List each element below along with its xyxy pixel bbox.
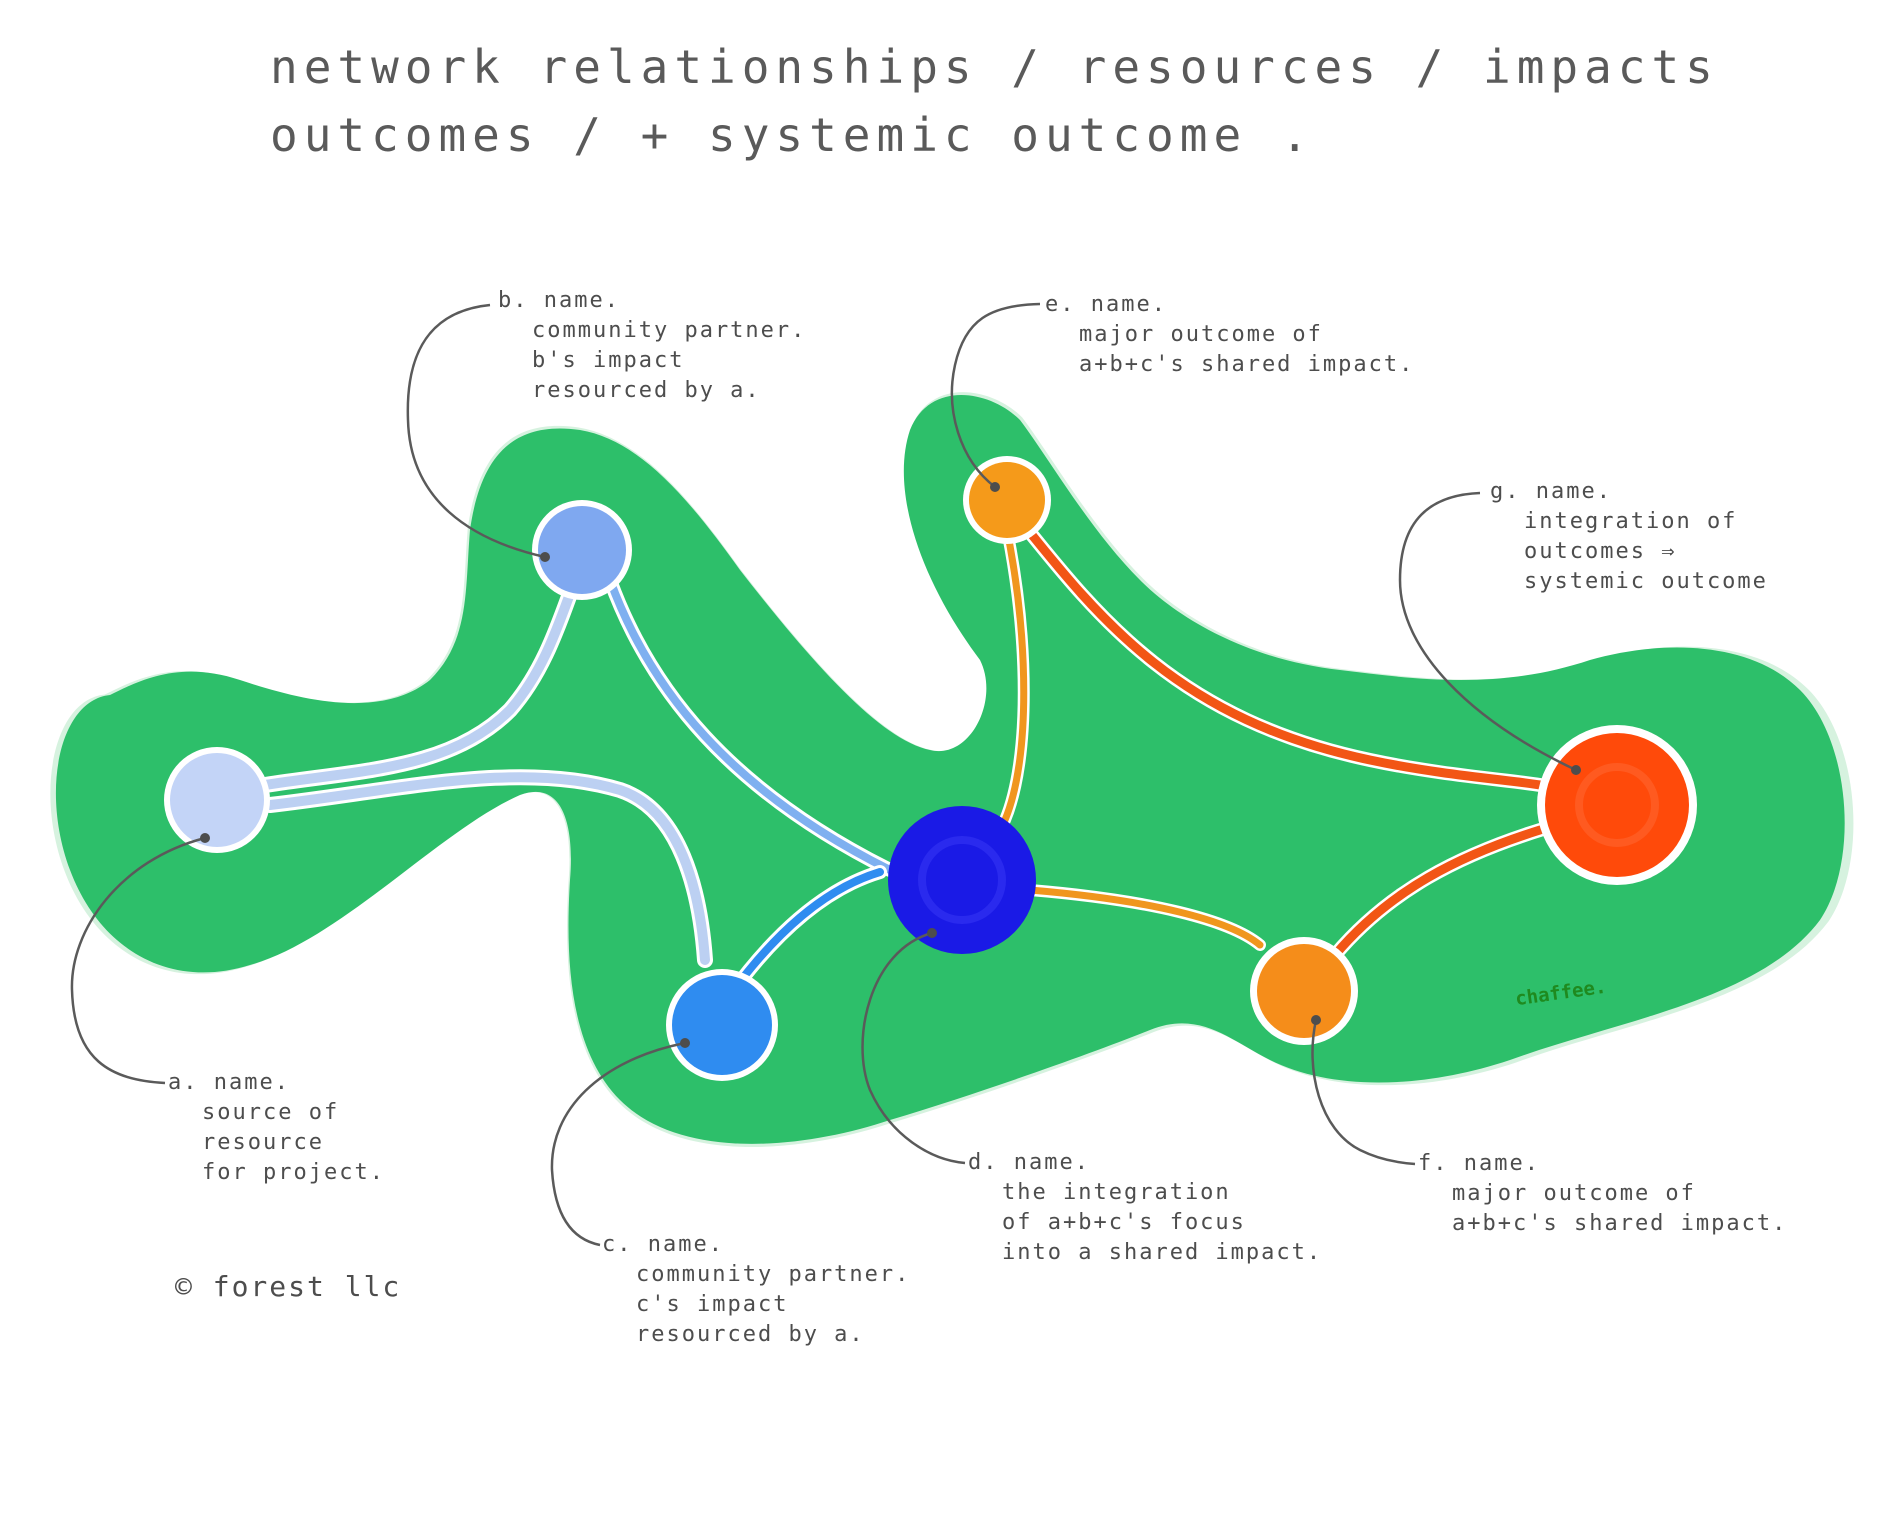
leader-f	[1311, 1019, 1416, 1166]
label-f-name: f. name.	[1418, 1151, 1540, 1176]
leader-dots	[200, 482, 1581, 1048]
label-g-line-3: systemic outcome	[1524, 569, 1768, 594]
copyright-text: © forest llc	[175, 1270, 402, 1303]
label-b: b. name. community partner. b's impact r…	[498, 286, 806, 406]
links	[257, 513, 1547, 1002]
label-d: d. name. the integration of a+b+c's focu…	[968, 1148, 1322, 1268]
title-line-2: outcomes / + systemic outcome .	[270, 108, 1315, 162]
label-c-line-1: community partner.	[636, 1262, 911, 1287]
link-d-e	[1001, 516, 1028, 824]
leader-dot-e	[990, 482, 1000, 492]
label-a-line-2: resource	[202, 1130, 324, 1155]
link-d-f	[1026, 886, 1264, 949]
label-d-name: d. name.	[968, 1150, 1090, 1175]
label-d-line-3: into a shared impact.	[1002, 1240, 1323, 1265]
node-f	[1257, 944, 1351, 1038]
label-g: g. name. integration of outcomes ⇒ syste…	[1490, 477, 1768, 597]
leader-a	[70, 836, 206, 1085]
leader-dot-d	[927, 928, 937, 938]
label-d-line-1: the integration	[1002, 1180, 1231, 1205]
label-g-name: g. name.	[1490, 479, 1612, 504]
node-g	[1545, 733, 1689, 877]
label-c-name: c. name.	[602, 1232, 724, 1257]
link-a-c	[265, 772, 710, 965]
label-a-line-1: source of	[202, 1100, 340, 1125]
green-region	[55, 395, 1845, 1144]
leader-e	[950, 302, 1041, 488]
leader-b	[406, 303, 546, 559]
label-b-line-2: b's impact	[532, 348, 685, 373]
label-b-name: b. name.	[498, 288, 620, 313]
leader-c	[550, 1041, 686, 1247]
node-d	[888, 806, 1036, 954]
label-f-line-2: a+b+c's shared impact.	[1452, 1211, 1788, 1236]
node-c	[672, 975, 772, 1075]
label-e: e. name. major outcome of a+b+c's shared…	[1045, 290, 1414, 380]
leader-dot-g	[1571, 765, 1581, 775]
leader-g	[1398, 491, 1577, 772]
node-g-shade	[1575, 763, 1659, 847]
label-f-line-1: major outcome of	[1452, 1181, 1696, 1206]
leader-dot-b	[540, 552, 550, 562]
label-g-line-1: integration of	[1524, 509, 1738, 534]
node-b	[538, 506, 626, 594]
label-c-line-2: c's impact	[636, 1292, 789, 1317]
label-d-line-2: of a+b+c's focus	[1002, 1210, 1246, 1235]
link-b-d	[606, 576, 894, 874]
leader-dot-f	[1311, 1015, 1321, 1025]
label-b-line-1: community partner.	[532, 318, 807, 343]
title-line-1: network relationships / resources / impa…	[270, 40, 1719, 94]
label-e-line-1: major outcome of	[1079, 322, 1323, 347]
label-f: f. name. major outcome of a+b+c's shared…	[1418, 1149, 1787, 1239]
nodes	[164, 456, 1697, 1081]
label-a-line-3: for project.	[202, 1160, 385, 1185]
label-g-line-2: outcomes ⇒	[1524, 539, 1677, 564]
label-e-line-2: a+b+c's shared impact.	[1079, 352, 1415, 377]
label-c: c. name. community partner. c's impact r…	[602, 1230, 910, 1350]
leader-dot-a	[200, 833, 210, 843]
label-a-name: a. name.	[168, 1070, 290, 1095]
leader-lines	[70, 302, 1577, 1247]
node-d-shade	[918, 836, 1006, 924]
leader-dot-c	[680, 1038, 690, 1048]
label-a: a. name. source of resource for project.	[168, 1068, 385, 1188]
link-e-g	[1015, 515, 1545, 790]
label-e-name: e. name.	[1045, 292, 1167, 317]
leader-d	[861, 931, 966, 1165]
label-c-line-3: resourced by a.	[636, 1322, 865, 1347]
link-f-g	[1330, 825, 1545, 960]
link-a-b	[260, 575, 580, 790]
label-b-line-3: resourced by a.	[532, 378, 761, 403]
node-a	[170, 753, 264, 847]
